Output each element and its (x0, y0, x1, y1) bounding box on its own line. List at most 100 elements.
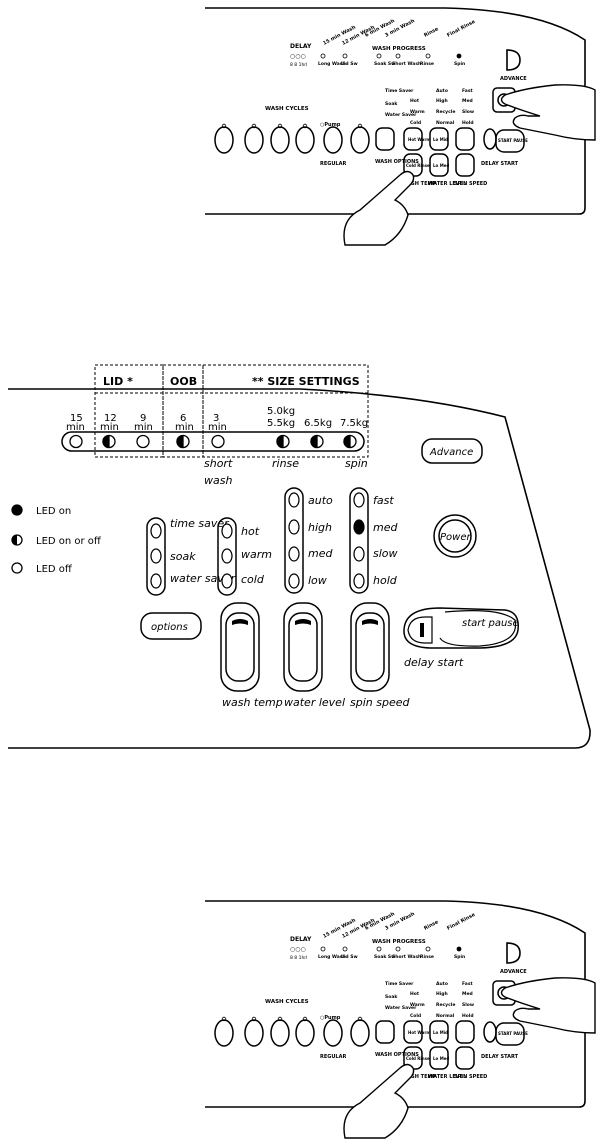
speed-label: Slow (462, 1002, 474, 1008)
column-captions: WASH OPTIONS WASH TEMP WATER LEVEL SPIN … (375, 1052, 519, 1080)
progress-labels: Long Wash Lid Sw Soak Sw Short Wash Rins… (318, 954, 465, 960)
wash-cycles-title: WASH CYCLES (265, 106, 309, 112)
progress-label: Spin (454, 954, 465, 960)
level-led-label: med (308, 547, 333, 560)
cycle-knobs (214, 126, 370, 154)
led-track (61, 431, 365, 452)
options-col-labels: time saver soak water saver (170, 517, 237, 585)
pump-label: ○Pump (320, 122, 341, 128)
button-face: Lo Mid (433, 1030, 448, 1035)
progress-label: Long Wash (318, 954, 346, 960)
regular-label: REGULAR (320, 161, 346, 167)
delay-title: DELAY (290, 43, 312, 50)
temp-label: Cold (410, 120, 421, 126)
size-label: 6.5kg (304, 418, 332, 429)
time-bottom: min (208, 422, 227, 433)
advance-button-label: Advance (429, 447, 473, 458)
caption: WATER LEVEL (428, 181, 467, 187)
option-led-label: time saver (170, 517, 230, 530)
diag-label: Rinse (423, 919, 440, 932)
level-led-column (284, 487, 304, 594)
caption: WASH OPTIONS (375, 1052, 419, 1058)
progress-label: Short Wash (392, 954, 421, 960)
option-led-label: water saver (170, 572, 237, 585)
temp-label: Hot (410, 991, 420, 997)
advance-label: ADVANCE (500, 76, 527, 82)
speed-col-labels: fast med slow hold (373, 494, 398, 587)
option-label: Soak (385, 994, 398, 1000)
power-label: Power (440, 532, 471, 543)
top-panel-drawing: DELAY ○○○ 8 8 1hrl 15 min Wash 12 min Wa… (205, 7, 596, 246)
speed-led-label: fast (373, 494, 394, 507)
level-led-label: low (308, 574, 327, 587)
led-legend: LED on LED on or off LED off (11, 504, 102, 575)
level-label: Normal (436, 120, 455, 126)
button-face: Cold Rinse (406, 1056, 430, 1061)
size-label: 5.0kg (267, 406, 295, 417)
button-face: Hot Warm (408, 137, 431, 142)
time-labels: 15 min 12 min 9 min 6 min 3 min 5.0kg 5.… (66, 406, 368, 433)
start-pause-label: start pause (462, 618, 519, 629)
option-label: Time Saver (385, 88, 414, 94)
time-top: 3 (213, 413, 219, 424)
stage-label: rinse (272, 457, 299, 470)
wash-progress-title: WASH PROGRESS (372, 939, 426, 945)
caption: WASH TEMP (402, 181, 436, 187)
button-face: Lo Mid (433, 137, 448, 142)
level-led-label: auto (308, 494, 333, 507)
progress-diagonal-labels: 15 min Wash 12 min Wash 6 min Wash 3 min… (322, 911, 477, 940)
progress-label: Rinse (420, 61, 434, 67)
level-label: Auto (436, 981, 448, 987)
delay-numbers: 8 8 1hrl (290, 955, 307, 961)
start-pause-face: START PAUSE (498, 1031, 528, 1036)
options-led-column (146, 517, 166, 596)
delay-numbers: 8 8 1hrl (290, 62, 307, 68)
speed-label: Med (462, 991, 473, 997)
time-bottom: min (134, 422, 153, 433)
led-off-icon (11, 562, 23, 574)
settings-boxes (94, 364, 369, 458)
button-face: Cold Rinse (406, 163, 430, 168)
stage-label: spin (345, 457, 368, 470)
pressing-hand-icon (343, 84, 596, 246)
column-captions: WASH OPTIONS WASH TEMP WATER LEVEL SPIN … (375, 159, 519, 187)
bottom-control-panel: DELAY ○○○ 8 8 1hrl 15 min Wash 12 min Wa… (0, 893, 601, 1143)
temp-led-label: cold (241, 573, 265, 586)
advance-button-shape (506, 49, 521, 71)
stage-label: short (204, 457, 233, 470)
progress-label: Short Wash (392, 61, 421, 67)
size-label: 7.5kg (340, 418, 368, 429)
paddle-captions: wash temp water level spin speed (222, 696, 410, 709)
lid-header: LID * (103, 375, 133, 388)
speed-label: Med (462, 98, 473, 104)
paddle-caption: water level (284, 696, 345, 709)
temp-col-labels: hot warm cold (241, 525, 272, 586)
time-bottom: min (175, 422, 194, 433)
advance-button (421, 438, 483, 464)
wash-cycles-title: WASH CYCLES (265, 999, 309, 1005)
size-label: 5.5kg (267, 418, 295, 429)
caption: WASH TEMP (402, 1074, 436, 1080)
stage-labels: short wash rinse spin (204, 457, 368, 487)
progress-label: Long Wash (318, 61, 346, 67)
caption: DELAY START (481, 161, 519, 167)
option-small-labels: Time Saver Soak Water Saver Hot Warm Col… (385, 88, 474, 126)
time-bottom: min (100, 422, 119, 433)
level-label: Recycle (436, 109, 455, 115)
button-face: Hot Warm (408, 1030, 431, 1035)
temp-label: Warm (410, 1002, 425, 1008)
caption: SPIN SPEED (454, 181, 487, 187)
progress-leds (320, 53, 462, 59)
size-header: ** SIZE SETTINGS (252, 375, 360, 388)
button-face-labels: Hot Warm Lo Mid Cold Rinse Lo Med START … (406, 137, 528, 168)
progress-label: Lid Sw (341, 954, 358, 960)
oob-header: OOB (170, 375, 197, 388)
caption: DELAY START (481, 1054, 519, 1060)
speed-led-column (349, 487, 369, 594)
level-label: Recycle (436, 1002, 455, 1008)
legend-label: LED off (36, 564, 73, 575)
options-button (140, 612, 202, 640)
caption: WATER LEVEL (428, 1074, 467, 1080)
wash-progress-title: WASH PROGRESS (372, 46, 426, 52)
option-small-labels: Time Saver Soak Water Saver Hot Warm Col… (385, 981, 474, 1019)
